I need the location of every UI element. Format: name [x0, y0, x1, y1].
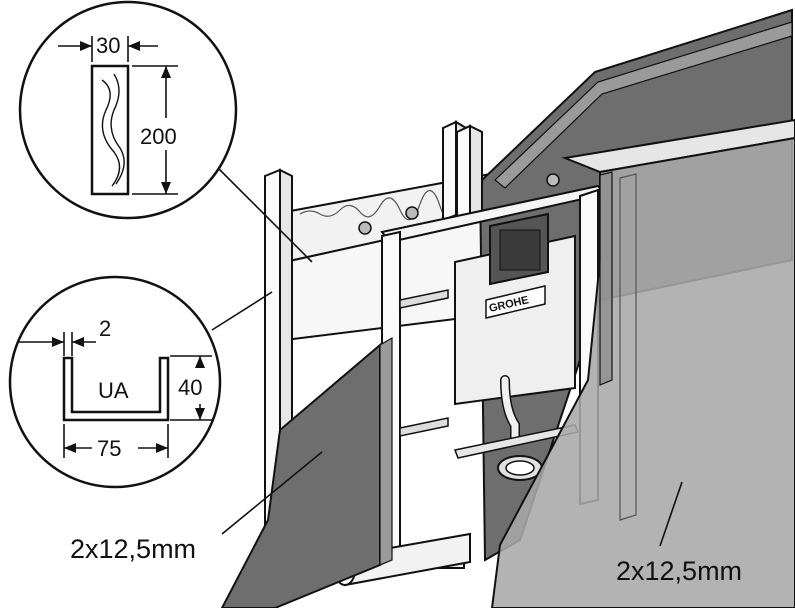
wood-width-label: 30 [96, 33, 120, 58]
right-light-panel [490, 118, 795, 608]
leader-lines [211, 161, 683, 547]
right-panel-label: 2x12,5mm [616, 556, 742, 586]
left-panel-label: 2x12,5mm [70, 534, 196, 564]
wood-height-label: 200 [140, 124, 177, 149]
detail-profile-section: 2 UA 40 75 [8, 275, 222, 489]
detail-wood-section: 30 200 [18, 0, 238, 220]
profile-height-label: 40 [178, 375, 202, 400]
profile-thickness-label: 2 [99, 316, 111, 341]
left-dark-panel [220, 336, 393, 608]
profile-width-label: 75 [97, 436, 121, 461]
profile-center-stud-2 [456, 124, 483, 222]
profile-name-label: UA [98, 378, 129, 403]
